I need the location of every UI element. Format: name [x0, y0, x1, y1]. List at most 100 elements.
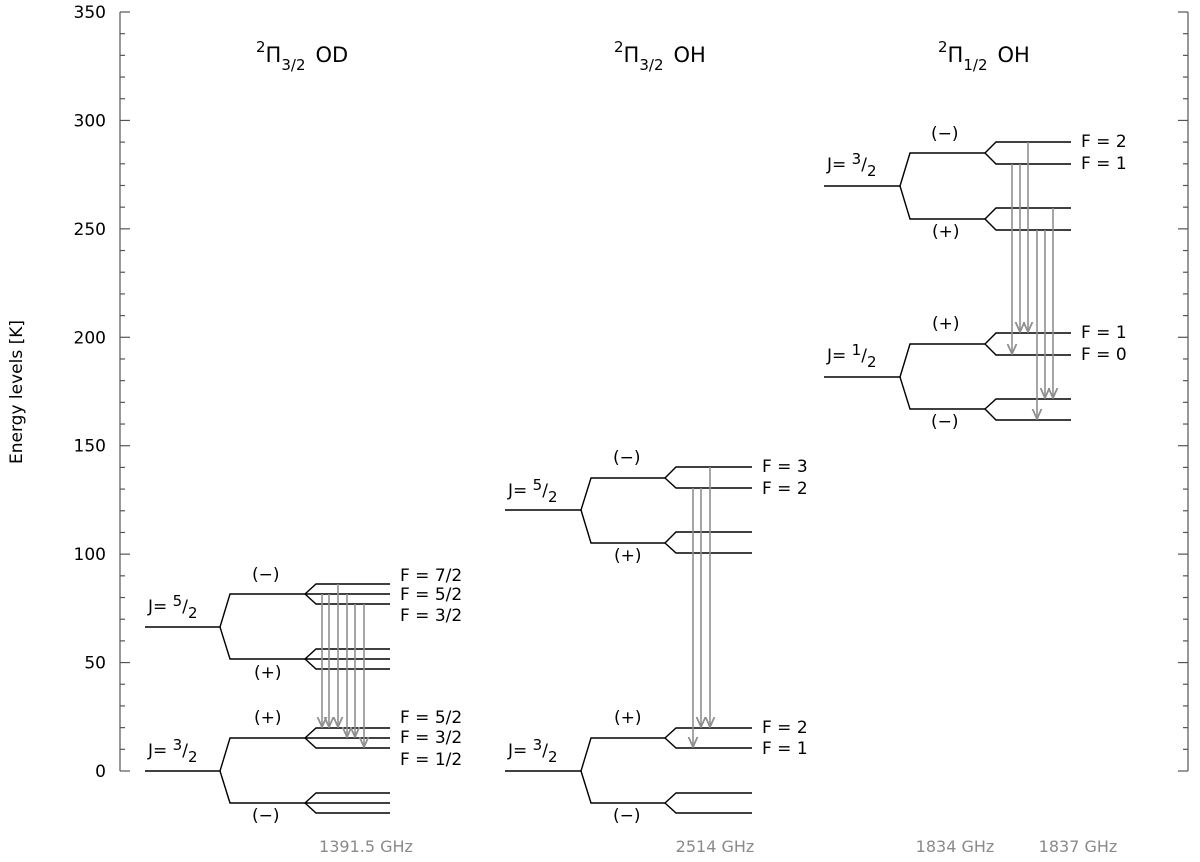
hf-level: [664, 542, 752, 554]
title-sup: 2: [614, 38, 624, 56]
lambda-split-plus: [899, 343, 985, 378]
y-tick-label: 350: [74, 3, 106, 23]
panel-title: 2Π3/2 OD: [256, 38, 348, 74]
frequency-label-a: 1834 GHz: [916, 837, 995, 856]
transition-arrows: [322, 584, 364, 747]
lambda-split-minus: [219, 770, 305, 804]
hf-level: [664, 737, 752, 749]
lambda-split-minus: [580, 477, 665, 511]
title-sup: 2: [256, 38, 266, 56]
hf-level: [304, 737, 390, 749]
f-label: F = 1: [1081, 323, 1127, 343]
hf-level: [664, 477, 752, 489]
parity-plus-label: (+): [254, 663, 282, 683]
hf-level: [664, 802, 752, 814]
j-label: J= 3/2: [826, 150, 877, 180]
parity-minus-label: (−): [931, 124, 959, 144]
title-molecule: OH: [997, 43, 1029, 67]
hf-level: [304, 802, 390, 814]
y-axis-right-ticks: [1178, 11, 1188, 772]
hf-level: [984, 141, 1071, 154]
frequency-label-b: 1837 GHz: [1039, 837, 1118, 856]
lambda-split-minus: [899, 152, 985, 187]
f-label: F = 5/2: [400, 708, 462, 728]
j-label: J= 3/2: [507, 736, 558, 766]
hf-level: [984, 152, 1071, 165]
lambda-split-minus: [219, 593, 305, 628]
hf-level: [304, 648, 390, 660]
j-label: J= 3/2: [147, 736, 198, 766]
frequency-label: 1391.5 GHz: [319, 837, 413, 856]
title-pi: Π: [948, 43, 964, 67]
y-tick-label: 0: [95, 762, 106, 782]
y-tick-label: 300: [74, 111, 106, 131]
hf-level: [304, 583, 390, 595]
y-tick-label: 100: [74, 545, 106, 565]
hf-level: [984, 408, 1071, 421]
f-label: F = 3/2: [400, 728, 462, 748]
hf-level: [984, 398, 1071, 410]
lambda-split-plus: [219, 626, 305, 660]
lambda-split-plus: [580, 509, 665, 544]
f-label: F = 2: [762, 718, 808, 738]
j-label: J= 1/2: [826, 341, 877, 371]
hf-level: [304, 658, 390, 670]
hf-level: [984, 207, 1071, 220]
title-sub: 3/2: [281, 56, 305, 74]
hf-level: [664, 727, 752, 739]
y-tick-label: 50: [84, 654, 106, 674]
y-axis-label: Energy levels [K]: [7, 320, 27, 464]
lambda-split-plus: [219, 737, 305, 772]
frequency-label: 2514 GHz: [676, 837, 755, 856]
f-label: F = 1/2: [400, 750, 462, 770]
hf-level: [304, 727, 390, 739]
parity-plus-label: (+): [932, 314, 960, 334]
lambda-split-plus: [580, 737, 665, 772]
panel-title: 2Π3/2 OH: [614, 38, 706, 74]
y-axis-right: [1178, 11, 1189, 772]
upper-level-group: (−) (+) J= 5/2 F = 3 F = 2: [505, 448, 808, 566]
title-pi: Π: [624, 43, 640, 67]
hf-level: [984, 343, 1071, 356]
hf-level: [304, 792, 390, 804]
hf-level: [984, 218, 1071, 231]
lambda-split-plus: [899, 185, 985, 220]
panel-oh-3-2: 2Π3/2 OH (−) (+) J= 5/2 F = 3 F = 2: [505, 38, 808, 856]
title-sup: 2: [938, 38, 948, 56]
hf-level: [304, 593, 390, 605]
parity-plus-label: (+): [614, 546, 642, 566]
lower-level-group: (+) (−) J= 3/2 F = 2 F = 1: [505, 708, 808, 826]
f-label: F = 2: [1081, 132, 1127, 152]
transition-arrows: [693, 467, 710, 747]
parity-plus-label: (+): [932, 222, 960, 242]
lambda-split-minus: [580, 770, 665, 804]
title-pi: Π: [266, 43, 282, 67]
title-sub: 3/2: [639, 56, 663, 74]
f-label: F = 1: [1081, 154, 1127, 174]
j-label: J= 5/2: [147, 592, 198, 622]
f-label: F = 0: [1081, 345, 1127, 365]
y-tick-label: 200: [74, 328, 106, 348]
parity-minus-label: (−): [613, 806, 641, 826]
parity-plus-label: (+): [614, 708, 642, 728]
parity-minus-label: (−): [613, 448, 641, 468]
f-label: F = 3: [762, 457, 808, 477]
title-molecule: OD: [315, 43, 348, 67]
f-label: F = 5/2: [400, 585, 462, 605]
hf-level: [664, 466, 752, 479]
f-label: F = 1: [762, 739, 808, 759]
hf-level: [664, 792, 752, 804]
title-sub: 1/2: [963, 56, 987, 74]
lower-level-group: (+) (−) J= 1/2 F = 1 F = 0: [824, 314, 1127, 432]
transition-arrows: [1012, 142, 1053, 419]
parity-plus-label: (+): [254, 708, 282, 728]
hf-level: [664, 531, 752, 544]
parity-minus-label: (−): [931, 412, 959, 432]
title-molecule: OH: [673, 43, 705, 67]
hf-level: [984, 332, 1071, 345]
lower-level-group: (+) (−) J= 3/2 F = 5/2 F = 3/2 F = 1/2: [145, 708, 462, 826]
parity-minus-label: (−): [252, 565, 280, 585]
